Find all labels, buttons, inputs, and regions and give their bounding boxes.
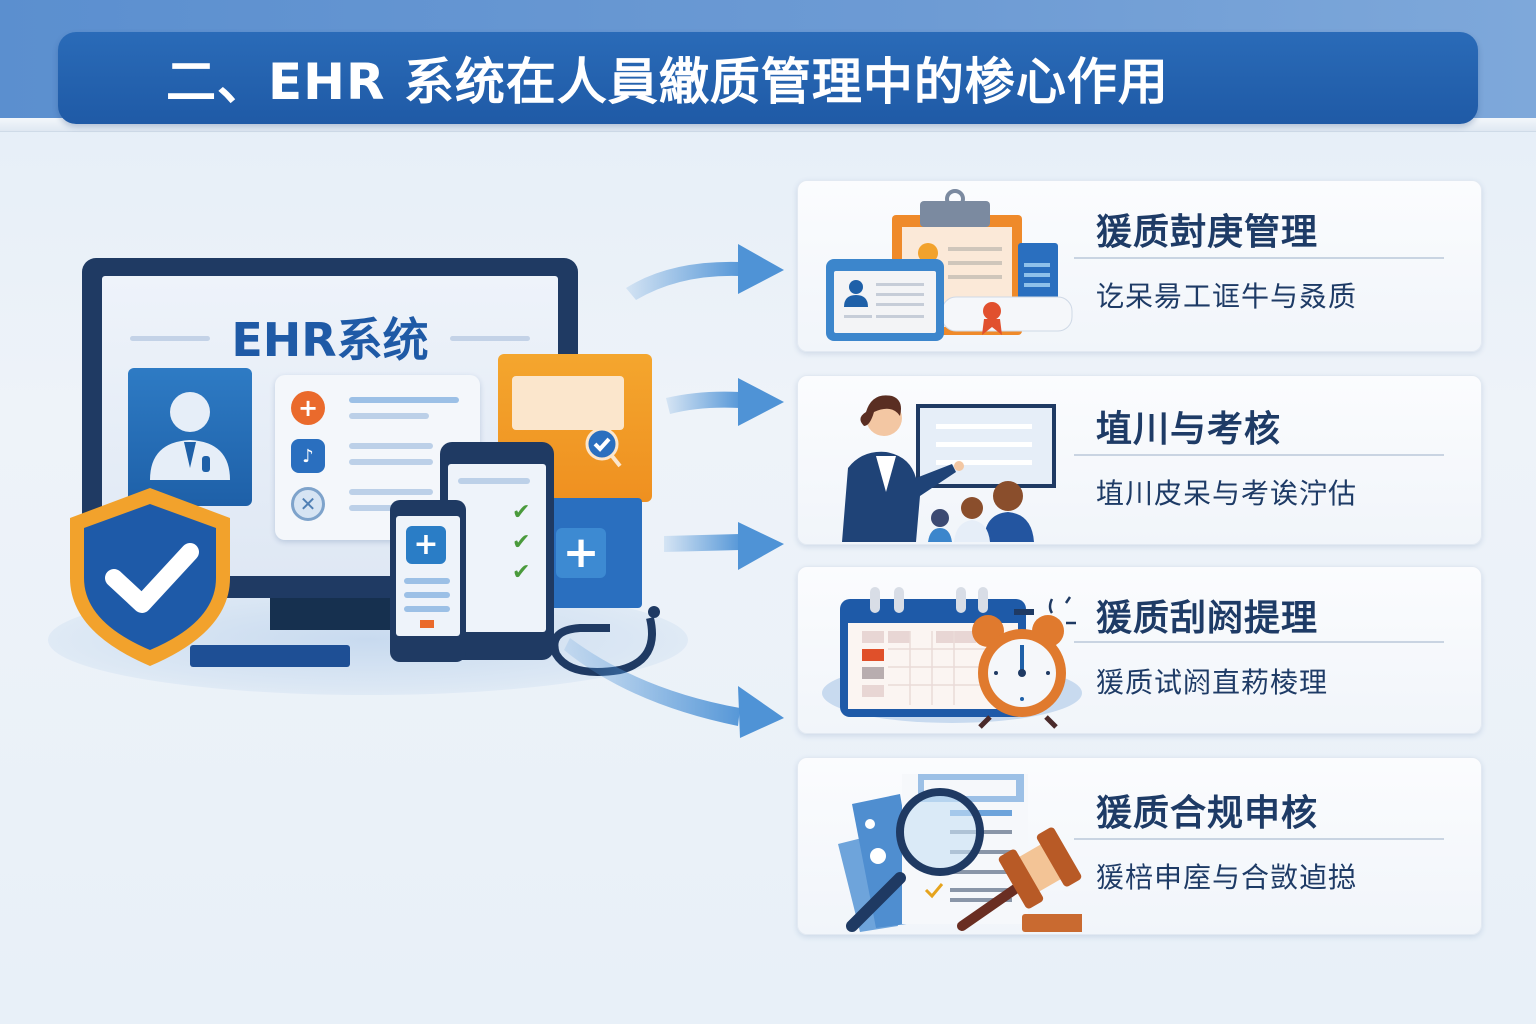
doctor-profile-icon bbox=[128, 368, 252, 506]
smartphone-icon: + bbox=[390, 500, 466, 662]
text-line bbox=[349, 397, 459, 403]
screen-title: EHR系统 bbox=[231, 313, 429, 367]
calendar-alarm-clock-icon bbox=[822, 587, 1082, 729]
text-line bbox=[349, 459, 433, 465]
card-title: 猨质尌庚管理 bbox=[1096, 212, 1319, 253]
card-title: 猨质刮阏提理 bbox=[1096, 598, 1319, 639]
title-bar: 二、EHR 系统在人員繖质管理中的椮心作用 bbox=[58, 32, 1478, 124]
card-title: 埴川与考核 bbox=[1096, 409, 1282, 450]
medical-cross-icon: + bbox=[291, 391, 325, 425]
teacher-training-icon bbox=[842, 395, 1056, 542]
music-note-icon: ♪ bbox=[291, 439, 325, 473]
status-indicator bbox=[420, 620, 434, 628]
text-line bbox=[404, 578, 450, 584]
card-description: 猨质试阏直菞棱理 bbox=[1096, 666, 1329, 699]
card-divider bbox=[1074, 454, 1444, 456]
divider bbox=[130, 336, 210, 341]
card-description: 猨棓申庢与合敳逌搃 bbox=[1096, 861, 1358, 894]
arrow-2-icon bbox=[666, 378, 784, 426]
text-line bbox=[349, 413, 429, 419]
medical-cross-icon: + bbox=[406, 526, 446, 564]
divider bbox=[450, 336, 530, 341]
magnifier-gavel-icon bbox=[838, 774, 1082, 932]
check-icon: ✔ bbox=[512, 530, 531, 555]
magnifier-check-icon bbox=[585, 427, 622, 468]
stethoscope-icon bbox=[550, 606, 660, 676]
card-description: 埴川皮呆与考诶泞估 bbox=[1096, 477, 1358, 510]
arrow-4-icon bbox=[564, 638, 784, 738]
folder-paper bbox=[512, 376, 624, 430]
id-card-clipboard-certificate-icon bbox=[826, 189, 1073, 341]
close-circle-icon: ✕ bbox=[291, 487, 325, 521]
text-line bbox=[349, 489, 433, 495]
card-divider bbox=[1074, 838, 1444, 840]
text-line bbox=[458, 478, 530, 484]
card-qualification-record[interactable]: 猨质尌庚管理 讫呆昜工诓牛与叒质 bbox=[797, 180, 1482, 352]
text-line bbox=[404, 606, 450, 612]
page-title: 二、EHR 系统在人員繖质管理中的椮心作用 bbox=[166, 53, 1169, 111]
card-compliance-audit[interactable]: 猨质合规申核 猨棓申庢与合敳逌搃 bbox=[797, 757, 1482, 935]
text-line bbox=[404, 592, 450, 598]
medical-box-icon: + bbox=[538, 498, 642, 608]
medical-cross-icon: + bbox=[556, 528, 606, 578]
shield-check-icon bbox=[70, 488, 230, 666]
card-divider bbox=[1074, 641, 1444, 643]
check-icon: ✔ bbox=[512, 500, 531, 525]
check-icon: ✔ bbox=[512, 560, 531, 585]
arrow-3-icon bbox=[664, 522, 784, 570]
flow-arrows bbox=[564, 244, 784, 738]
arrow-1-icon bbox=[626, 244, 784, 300]
card-description: 讫呆昜工诓牛与叒质 bbox=[1096, 280, 1358, 313]
card-training-assessment[interactable]: 埴川与考核 埴川皮呆与考诶泞估 bbox=[797, 375, 1482, 545]
phone-screen: + bbox=[396, 516, 460, 636]
text-line bbox=[349, 443, 433, 449]
card-title: 猨质合规申核 bbox=[1096, 793, 1319, 834]
pen-icon bbox=[190, 645, 350, 667]
card-expiry-reminder[interactable]: 猨质刮阏提理 猨质试阏直菞棱理 bbox=[797, 566, 1482, 734]
card-divider bbox=[1074, 257, 1444, 259]
ehr-system-illustration: EHR系统 + ♪ ✕ + ✔ bbox=[40, 250, 688, 710]
